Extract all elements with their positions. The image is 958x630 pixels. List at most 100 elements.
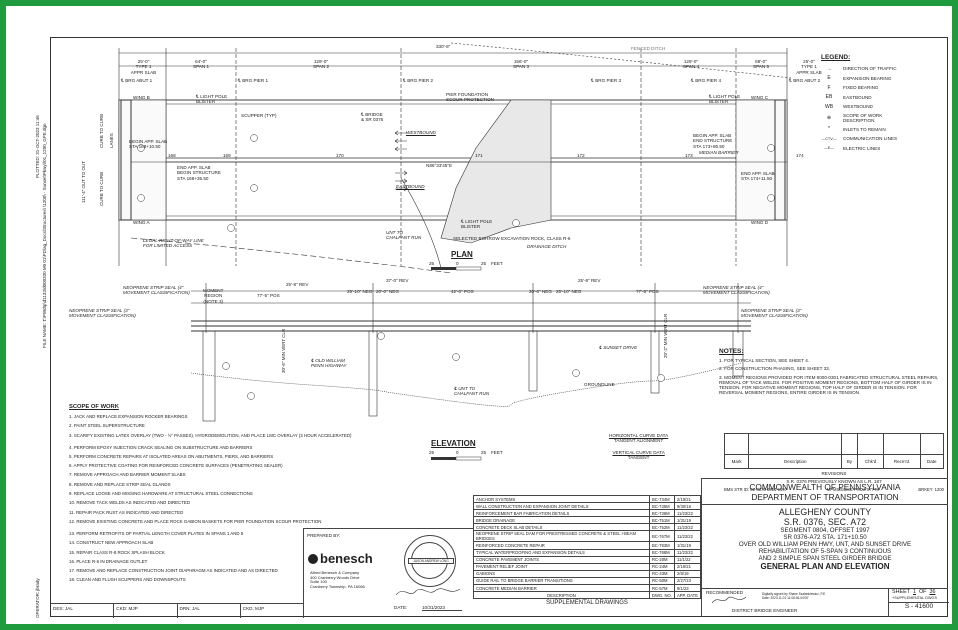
title-block: COMMONWEALTH OF PENNSYLVANIA DEPARTMENT …	[701, 478, 949, 617]
scope-item: 17. REMOVE AND REPLACE CONSTRUCTION JOIN…	[69, 568, 278, 574]
supplemental-count: +SUPPLEMENTAL DWGS	[892, 596, 938, 601]
elev-dim-9: 77'-5" POS	[636, 289, 659, 294]
station-171: 171	[475, 153, 483, 158]
elev-dim-3: 20'-0" NEG	[376, 289, 399, 294]
wing-d: WING D	[751, 220, 769, 225]
rev-col-recmd: Recm'd.	[883, 454, 921, 469]
previously-known: S.R. 0376 PREVIOUSLY KNOWN AS L.R. 187	[786, 479, 882, 485]
county: ALLEGHENY COUNTY	[778, 507, 872, 517]
span-dim: 129'-0"	[683, 59, 699, 64]
bms-id: BMS STR ID: 02-0376-0804-1997	[724, 486, 788, 492]
plan-scale-unit: FEET	[491, 261, 503, 266]
revision-header: Mark Description By Chk'd Recm'd. Date	[723, 454, 945, 469]
date-label: DATE:	[394, 605, 408, 610]
sheet-number-box: SHEET 1 OF 36 +SUPPLEMENTAL DWGS S - 416…	[888, 588, 949, 617]
legend-text: SCOPE OF WORK DESCRIPTION	[843, 113, 883, 123]
note-3: 3. MOMENT REGIONS PROVIDED FOR ITEM 9000…	[719, 374, 939, 396]
rev-col-by: By	[841, 454, 858, 469]
recommended-label: RECOMMENDED	[706, 590, 744, 595]
note-1: 1. FOR TYPICAL SECTION, SEE SHEET 4.	[719, 358, 810, 363]
brkey-id: BRKEY: 1200	[918, 486, 944, 492]
span-dim: 25'-0"	[137, 59, 150, 64]
operator-text: OPERATOR: jbrady	[35, 578, 40, 618]
scope-item: 9. REPLACE LOOSE AND MISSING HARDWARE AT…	[69, 491, 253, 497]
sheet-label: SHEET	[892, 589, 910, 595]
table-cell: 1/31/19	[673, 516, 702, 525]
brg-pier-2: ℄ BRG PIER 2	[403, 78, 434, 83]
span-dim: 64'-0"	[195, 59, 207, 64]
light-pole-bottom: ℄ LIGHT POLE BLISTER	[461, 219, 493, 230]
legend-title: LEGEND:	[821, 54, 851, 61]
span-label: TYPE 1 APPR SLAB	[796, 64, 822, 75]
elev-dim-0: 77'-5" POS	[257, 293, 280, 298]
span-label: SPAN 3	[513, 64, 529, 70]
sheet-number: 1	[912, 589, 916, 595]
station-174: 174	[796, 153, 804, 158]
brg-abut-1: ℄ BRG ABUT 1	[121, 78, 153, 83]
elev-scale-0: 25	[429, 450, 435, 455]
span-2: 129'-0" SPAN 2	[291, 59, 351, 70]
bridge-ids: BMS STR ID: 02-0376-0804-1997 MPMS/ECMS …	[724, 486, 944, 493]
table-cell: CONCRETE MEDIAN BARRIER	[473, 584, 650, 593]
elev-dim-2: 25'-10" NEG	[347, 289, 373, 294]
notes-title: NOTES:	[719, 348, 744, 355]
table-cell: BC-751M	[648, 516, 675, 525]
moment-region-label: MOMENT REGION (NOTE 3)	[203, 288, 224, 304]
header-cell: APP. DATE	[673, 591, 702, 600]
vertical-curve-title: VERTICAL CURVE DATA	[612, 449, 665, 455]
seal-right-mid: NEOPRENE STRIP SEAL (3" MOVEMENT CLASSIF…	[741, 308, 808, 319]
scope-item: 13. PERFORM RETROFITS OF PARTIAL LENGTH …	[69, 530, 244, 536]
table-cell: BC-783M	[648, 541, 675, 550]
legend-symbol: E	[827, 75, 831, 82]
district-engineer: DISTRICT BRIDGE ENGINEER	[732, 608, 798, 613]
table-cell: BRIDGE DRAINAGE	[473, 516, 650, 525]
file-name-text: FILE NAME: T:\PWdtp\d1133\d000330 M0 01\…	[42, 123, 47, 348]
benesch-logo-icon	[308, 553, 318, 564]
groundline-label: GROUNDLINE	[584, 382, 615, 387]
sheet-title: GENERAL PLAN AND ELEVATION	[760, 562, 890, 571]
table-cell: WALL CONSTRUCTION AND EXPANSION JOINT DE…	[473, 502, 650, 511]
elev-scale-bar	[431, 456, 482, 461]
legend-text: FIXED BEARING	[843, 85, 879, 91]
span-dim: 25'-0"	[803, 59, 815, 64]
drawing-number: S - 41600	[889, 602, 949, 610]
route: S.R. 0376, SEC. A72	[783, 517, 867, 527]
bearing-label: N86°33'45"E	[426, 163, 453, 168]
station-172: 172	[577, 153, 585, 158]
pe-seal-icon: JASON ANDREW LONG	[404, 535, 456, 587]
table-cell: 11/23/22	[673, 509, 702, 518]
legend-text: COMMUNICATION LINES	[843, 136, 898, 142]
table-cell: BC-734M	[648, 494, 675, 504]
sheet-total: 36	[929, 589, 936, 595]
brg-pier-1: ℄ BRG PIER 1	[238, 78, 269, 83]
plan-drawing	[118, 42, 792, 274]
scope-circle-icon: ⊕	[826, 115, 832, 121]
rev-col-chkd: Chk'd	[856, 454, 885, 469]
seal-name: JASON ANDREW LONG	[408, 558, 454, 564]
span-3: 156'-0" SPAN 3	[491, 59, 551, 70]
agency-line-2: DEPARTMENT OF TRANSPORTATION	[751, 492, 899, 502]
segment: SEGMENT 0804, OFFSET 1997	[780, 527, 870, 534]
sunset-drive-label: ℄ SUNSET DRIVE	[599, 345, 638, 350]
note-2: 2. FOR CONSTRUCTION PHASING, SEE SHEET 3…	[719, 366, 830, 372]
des-signoff: DES: JAL	[51, 604, 115, 618]
table-row: WALL CONSTRUCTION AND EXPANSION JOINT DE…	[473, 502, 702, 511]
table-cell: 2/8/19	[673, 569, 702, 578]
header-cell: DWG. NO.	[648, 591, 675, 600]
table-cell: BC-788M	[648, 548, 675, 557]
table-cell: PAVEMENT RELIEF JOINT	[473, 562, 650, 571]
rev-col-desc: Description	[748, 454, 843, 469]
table-cell: 2/19/21	[673, 562, 702, 571]
legend-text: EXPANSION BEARING	[843, 75, 892, 81]
table-cell: 11/1/22	[673, 555, 702, 564]
table-row: GUIDE RAIL TO BRIDGE BARRIER TRANSITIONS…	[473, 576, 702, 586]
revision-empty-row	[723, 433, 945, 455]
